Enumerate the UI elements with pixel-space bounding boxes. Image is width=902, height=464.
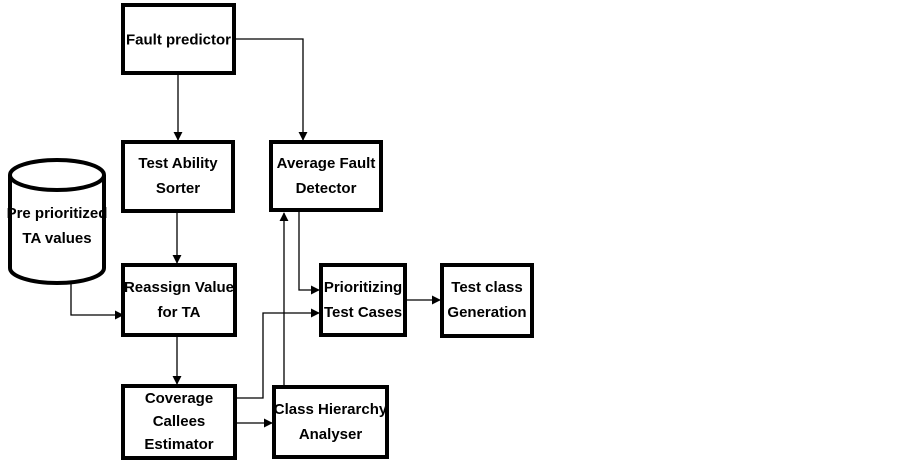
edge-pre-prioritized-to-reassign-value [70, 284, 124, 320]
edge-fault-predictor-to-average-fault-detector [234, 38, 308, 141]
node-fault-predictor: Fault predictor [121, 3, 236, 75]
node-label: Coverage [145, 390, 213, 407]
node-prioritizing-test-cases: Prioritizing Test Cases [319, 263, 407, 337]
edge-coverage-callees-to-prioritizing [235, 308, 320, 399]
node-label: Pre prioritized [7, 205, 108, 222]
edge-average-fault-detector-to-prioritizing [298, 210, 320, 295]
node-label: Test Cases [324, 304, 402, 321]
node-label: Callees [153, 413, 206, 430]
node-label: Fault predictor [126, 32, 231, 49]
node-class-hierarchy-analyser: Class Hierarchy Analyser [272, 385, 389, 459]
node-test-class-generation: Test class Generation [440, 263, 534, 338]
node-label: Estimator [144, 436, 213, 453]
node-label: Analyser [299, 426, 363, 443]
node-label: TA values [22, 230, 91, 247]
node-average-fault-detector: Average Fault Detector [269, 140, 383, 212]
node-label: Average Fault [277, 155, 376, 172]
node-label: for TA [157, 304, 200, 321]
node-label: Prioritizing [324, 279, 402, 296]
edges [70, 38, 441, 428]
node-label: Sorter [156, 180, 200, 197]
node-label: Class Hierarchy [274, 401, 388, 418]
node-label: Test Ability [138, 155, 218, 172]
node-label: Generation [447, 304, 526, 321]
node-label: Detector [296, 180, 357, 197]
node-label: Test class [451, 279, 522, 296]
node-pre-prioritized-ta-values: Pre prioritized TA values [7, 158, 108, 285]
node-coverage-callees-estimator: Coverage Callees Estimator [121, 384, 237, 460]
node-test-ability-sorter: Test Ability Sorter [121, 140, 235, 213]
node-reassign-value-for-ta: Reassign Value for TA [121, 263, 237, 337]
node-label: Reassign Value [124, 279, 234, 296]
